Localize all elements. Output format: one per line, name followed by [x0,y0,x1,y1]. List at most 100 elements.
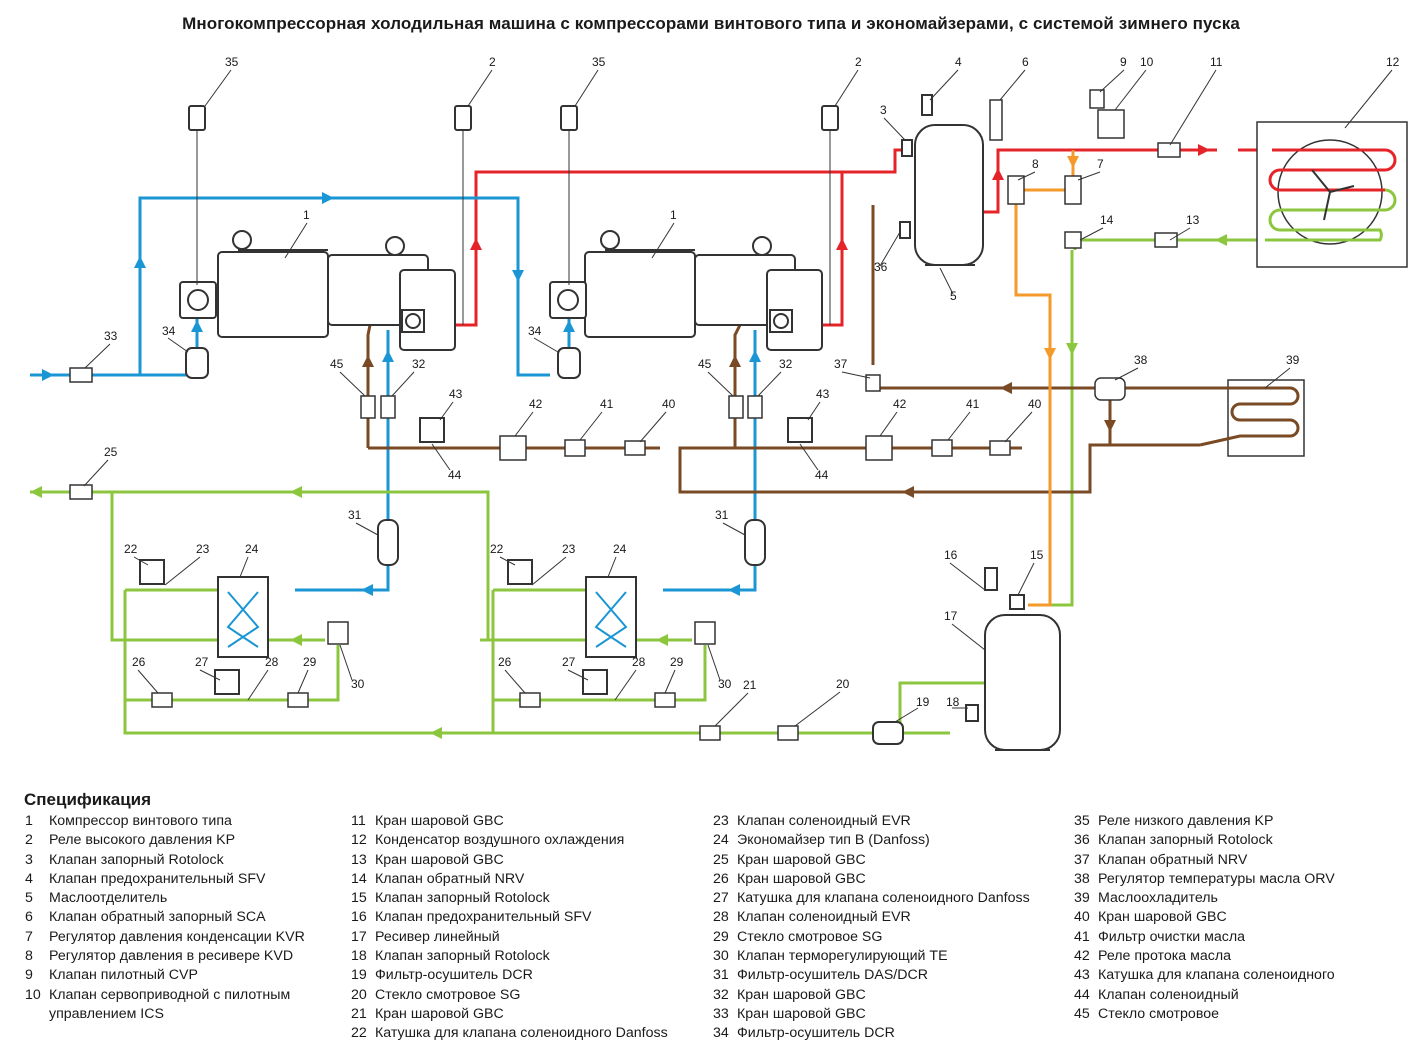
label-32a: 32 [412,357,426,371]
label-31b: 31 [715,508,729,522]
label-36: 36 [874,260,888,274]
label-31a: 31 [348,508,362,522]
label-29a: 29 [303,655,317,669]
label-26b: 26 [498,655,512,669]
refrigeration-schematic: 35 2 35 2 4 6 9 10 11 12 3 8 7 1 1 14 13… [30,55,1408,751]
discharge-arrows [470,144,1210,250]
label-1a: 1 [303,208,310,222]
label-23b: 23 [562,542,576,556]
label-16: 16 [944,548,958,562]
label-14: 14 [1100,213,1114,227]
label-24b: 24 [613,542,627,556]
compressor-1 [179,230,456,351]
label-17: 17 [944,609,958,623]
oil-separator [899,94,984,266]
label-37: 37 [834,357,848,371]
economizers [217,576,637,658]
label-11: 11 [1210,55,1223,69]
compressor-2 [549,230,823,351]
label-30a: 30 [351,677,365,691]
label-40a: 40 [662,397,676,411]
oil-cooler [1199,379,1305,457]
leader-lines [83,69,1393,727]
label-34b: 34 [528,324,542,338]
label-43b: 43 [816,387,830,401]
label-8: 8 [1032,157,1039,171]
label-6: 6 [1022,55,1029,69]
label-41a: 41 [600,397,614,411]
label-28b: 28 [632,655,646,669]
label-30b: 30 [718,677,732,691]
label-43a: 43 [449,387,463,401]
label-5: 5 [950,289,957,303]
oil-arrows [362,355,1116,498]
label-10: 10 [1140,55,1154,69]
label-7: 7 [1097,157,1104,171]
label-20: 20 [836,677,850,691]
label-35a: 35 [225,55,239,69]
inline-valves [69,89,1181,741]
label-34a: 34 [162,324,176,338]
diagram-title: Многокомпрессорная холодильная машина с … [182,14,1240,33]
label-9: 9 [1120,55,1127,69]
label-42a: 42 [529,397,543,411]
label-24a: 24 [245,542,259,556]
liquid-arrows [30,234,1227,739]
label-4: 4 [955,55,962,69]
label-38: 38 [1134,353,1148,367]
label-44a: 44 [448,468,462,482]
pressure-switches [188,105,839,325]
filter-driers [377,519,904,745]
label-26a: 26 [132,655,146,669]
label-29b: 29 [670,655,684,669]
discharge-lines [420,148,1272,327]
oil-lines [366,205,1200,494]
label-22b: 22 [490,542,504,556]
spec-heading: Спецификация [24,790,152,809]
label-23a: 23 [196,542,210,556]
label-19: 19 [916,695,930,709]
label-33: 33 [104,329,118,343]
label-22a: 22 [124,542,138,556]
label-45b: 45 [698,357,712,371]
label-27b: 27 [562,655,576,669]
bypass-lines [1014,150,1075,607]
label-45a: 45 [330,357,344,371]
label-21: 21 [743,678,757,692]
label-42b: 42 [893,397,907,411]
